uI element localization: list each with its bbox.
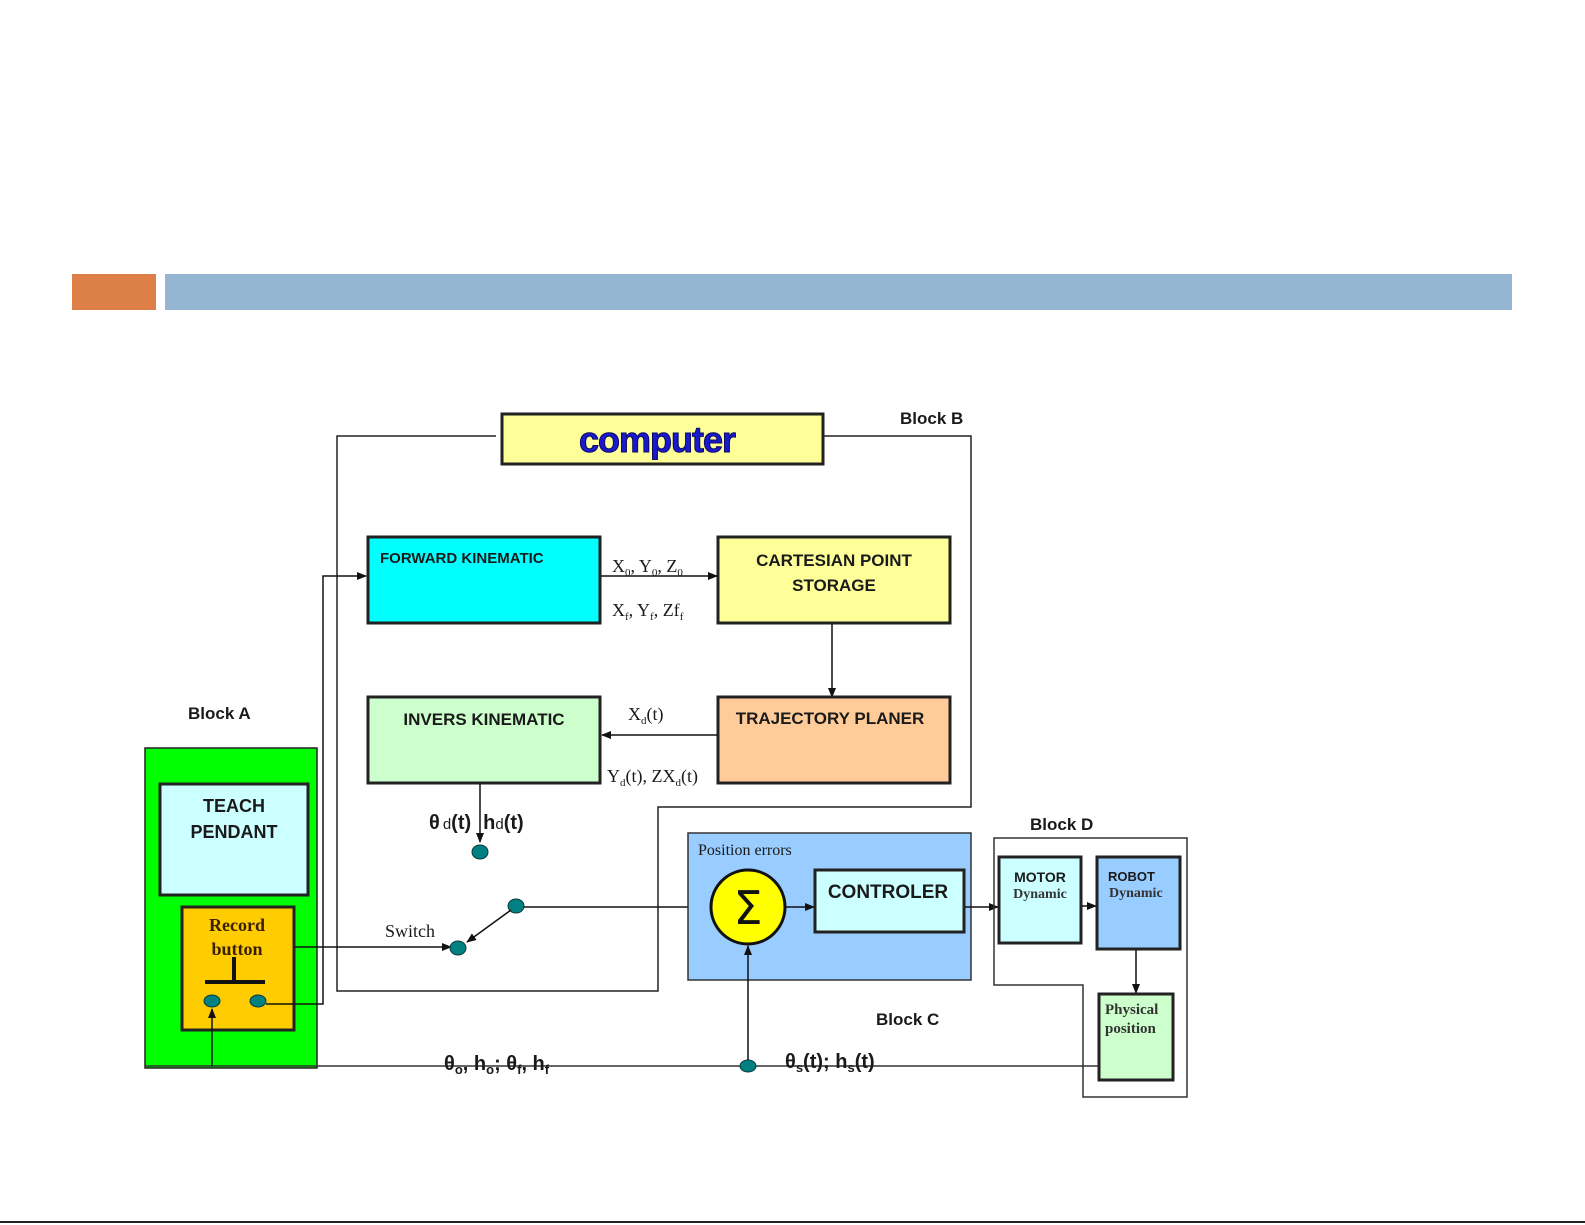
position-errors-label: Position errors — [698, 842, 792, 859]
switch-lever — [466, 909, 512, 943]
header-title-bar — [165, 274, 1512, 310]
computer-label: computer — [579, 419, 736, 460]
record-button-label-line2: button — [211, 939, 262, 959]
wire-record-to-fk — [266, 572, 367, 1005]
block-c-label: Block C — [876, 1010, 939, 1029]
signal-theta-o-h-o-theta-f-h-f: θo, ho; θf, hf — [444, 1053, 550, 1077]
trajectory-planer-label: TRAJECTORY PLANER — [736, 709, 925, 728]
record-button-label-line1: Record — [209, 915, 265, 935]
cartesian-storage-label-line1: CARTESIAN POINT — [756, 551, 912, 570]
record-node-right — [249, 994, 267, 1008]
signal-xf-yf-zf: Xf, Yf, Zff — [612, 600, 684, 623]
physical-label-line1: Physical — [1105, 1002, 1158, 1018]
header-accent-bar — [72, 274, 156, 310]
ik-output-node — [471, 844, 489, 860]
cartesian-point-storage-box — [716, 535, 952, 625]
switch-node-left — [449, 940, 467, 956]
teach-pendant-label-line1: TEACH — [203, 796, 265, 816]
block-b-outline — [336, 435, 972, 992]
teach-pendant-label-line2: PENDANT — [190, 822, 277, 842]
block-b-label: Block B — [900, 409, 963, 428]
signal-xd: Xd(t) — [628, 704, 664, 727]
block-d-label: Block D — [1030, 815, 1093, 834]
forward-kinematic-label: FORWARD KINEMATIC — [380, 550, 544, 567]
motor-dynamic-box — [997, 855, 1083, 945]
robot-dynamic-box — [1095, 855, 1182, 951]
feedback-node — [739, 1059, 757, 1073]
computer-box — [500, 412, 825, 466]
trajectory-planer-box — [716, 695, 952, 785]
bottom-border-line — [0, 1221, 1585, 1223]
block-a-label: Block A — [188, 704, 251, 723]
push-button-icon — [205, 957, 265, 984]
motor-label-line1: MOTOR — [1014, 869, 1066, 885]
sum-symbol-icon: Σ — [733, 881, 762, 935]
controler-box — [813, 868, 966, 934]
invers-kinematic-box — [366, 695, 602, 785]
physical-label-line2: position — [1105, 1021, 1157, 1037]
record-button-box — [180, 905, 296, 1032]
switch-node-right — [507, 898, 525, 914]
signal-theta-s-h-s: θs(t); hs(t) — [785, 1051, 875, 1075]
record-node-left — [203, 994, 221, 1008]
signal-yd-zxd: Yd(t), ZXd(t) — [607, 766, 698, 789]
robot-label-line2: Dynamic — [1109, 886, 1163, 901]
signal-x0-y0-z0: X0, Y0, Z0 — [612, 556, 683, 579]
block-d-outline — [993, 837, 1188, 1098]
robot-label-line1: ROBOT — [1108, 869, 1155, 884]
switch-label: Switch — [385, 921, 435, 941]
controler-label: CONTROLER — [828, 882, 949, 903]
physical-position-box — [1097, 992, 1175, 1082]
forward-kinematic-box — [366, 535, 602, 625]
invers-kinematic-label: INVERS KINEMATIC — [403, 710, 564, 729]
motor-label-line2: Dynamic — [1013, 887, 1067, 902]
cartesian-storage-label-line2: STORAGE — [792, 576, 876, 595]
teach-pendant-box — [158, 782, 310, 897]
